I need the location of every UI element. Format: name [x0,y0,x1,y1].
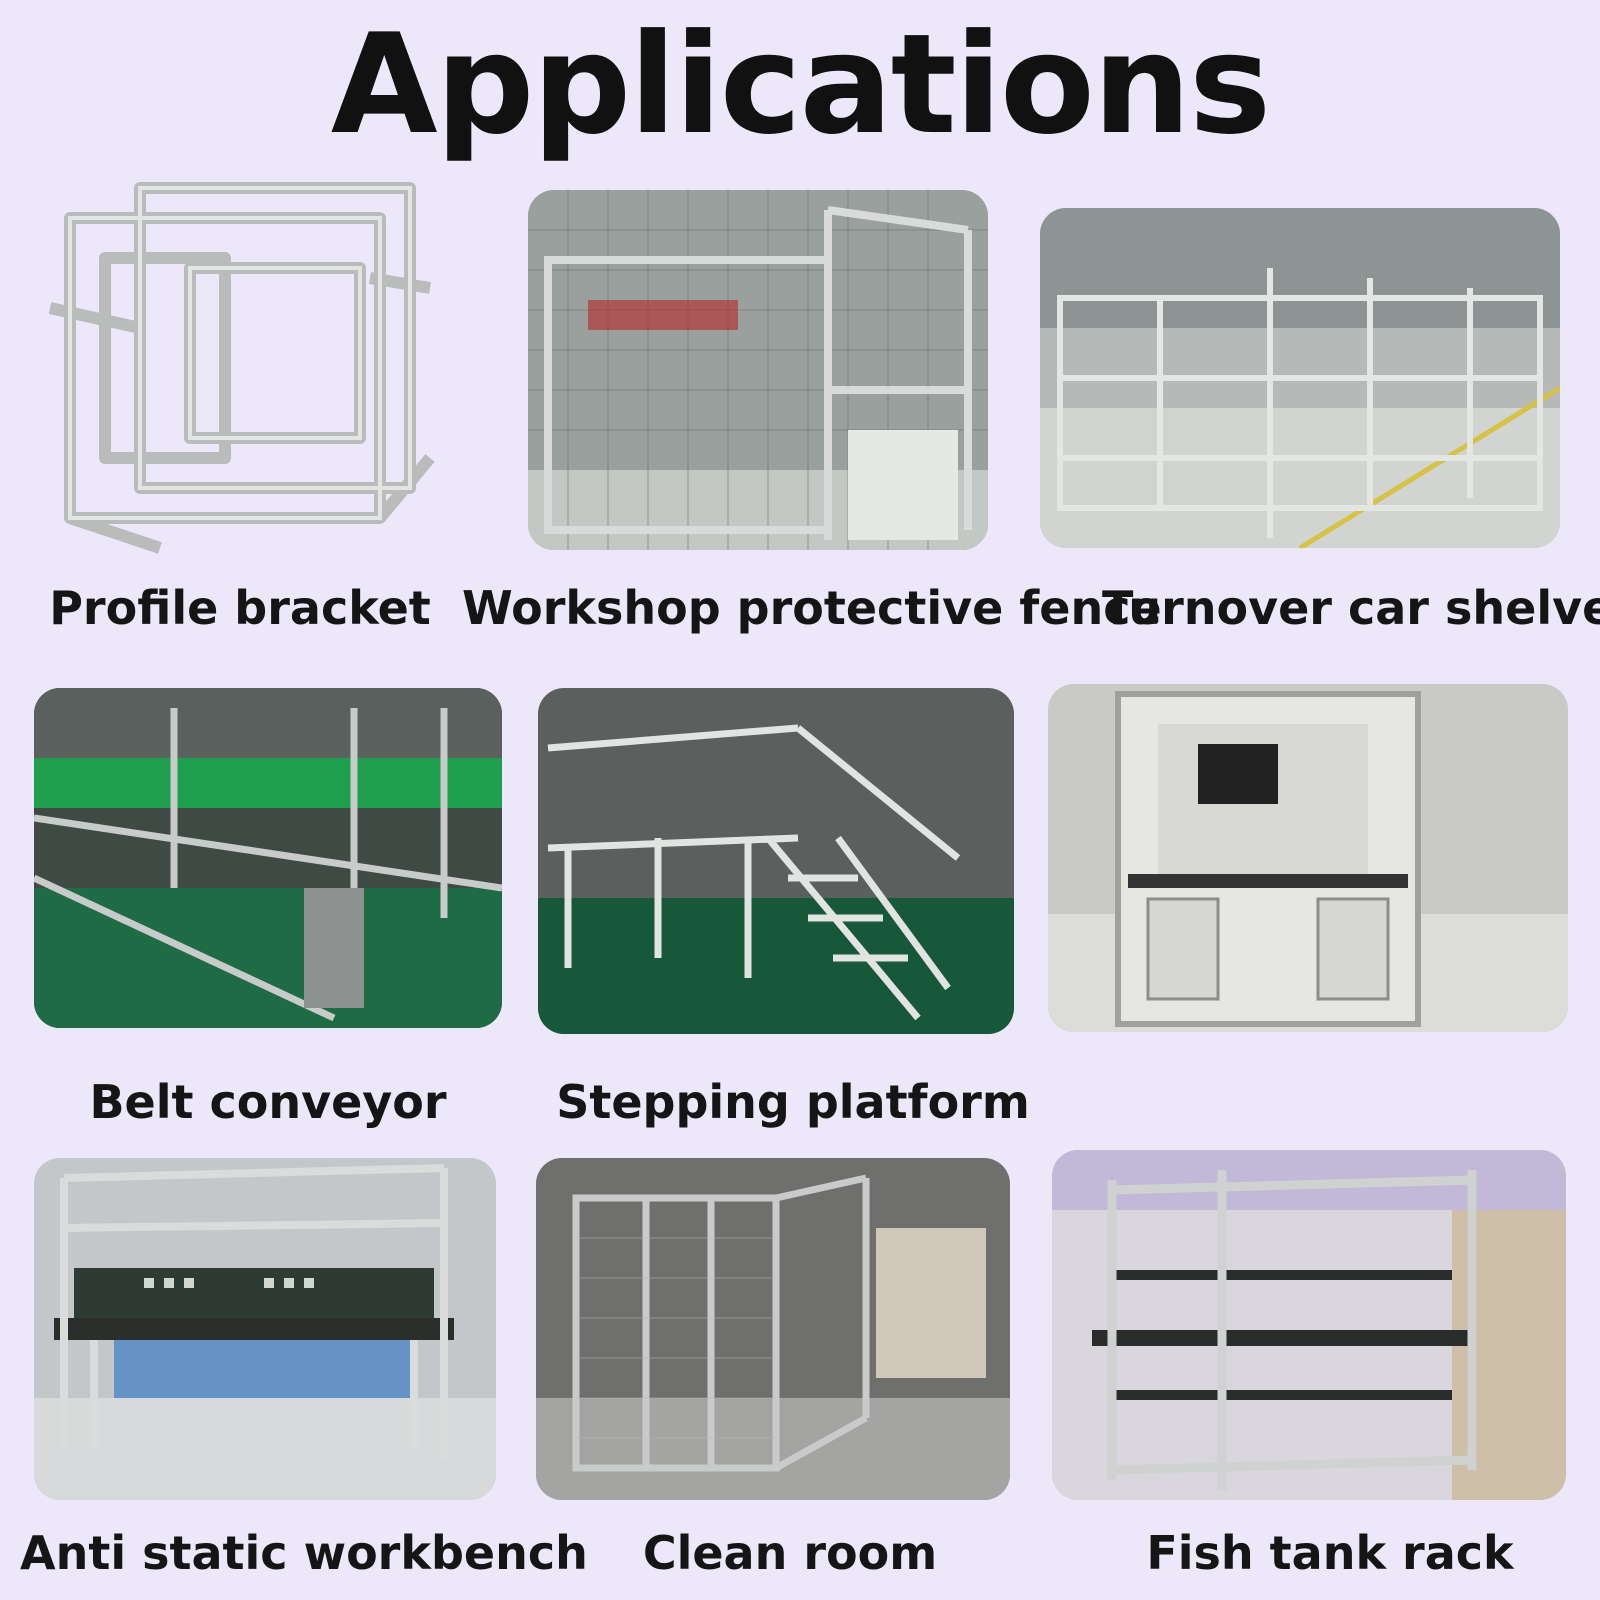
profile-bracket-label: Profile bracket [49,581,431,635]
workshop-protective-fence-image [528,190,988,550]
equipment-cabinet-image [1048,684,1568,1032]
anti-static-workbench-image [34,1158,496,1500]
turnover-car-shelves-image [1040,208,1560,548]
stepping-platform-image [538,688,1014,1034]
clean-room-image [536,1158,1010,1500]
belt-conveyor-image [34,688,502,1028]
anti-static-workbench-label: Anti static workbench [20,1526,588,1580]
fish-tank-rack-image [1052,1150,1566,1500]
workshop-protective-fence-label: Workshop protective fence [462,581,1162,635]
fish-tank-rack-label: Fish tank rack [1146,1526,1514,1580]
clean-room-label: Clean room [642,1526,938,1580]
belt-conveyor-label: Belt conveyor [89,1075,447,1129]
profile-bracket-image [40,178,440,558]
stepping-platform-label: Stepping platform [556,1075,1030,1129]
turnover-car-shelves-label: Turnover car shelves [1102,581,1600,635]
page-title: Applications [330,4,1271,165]
